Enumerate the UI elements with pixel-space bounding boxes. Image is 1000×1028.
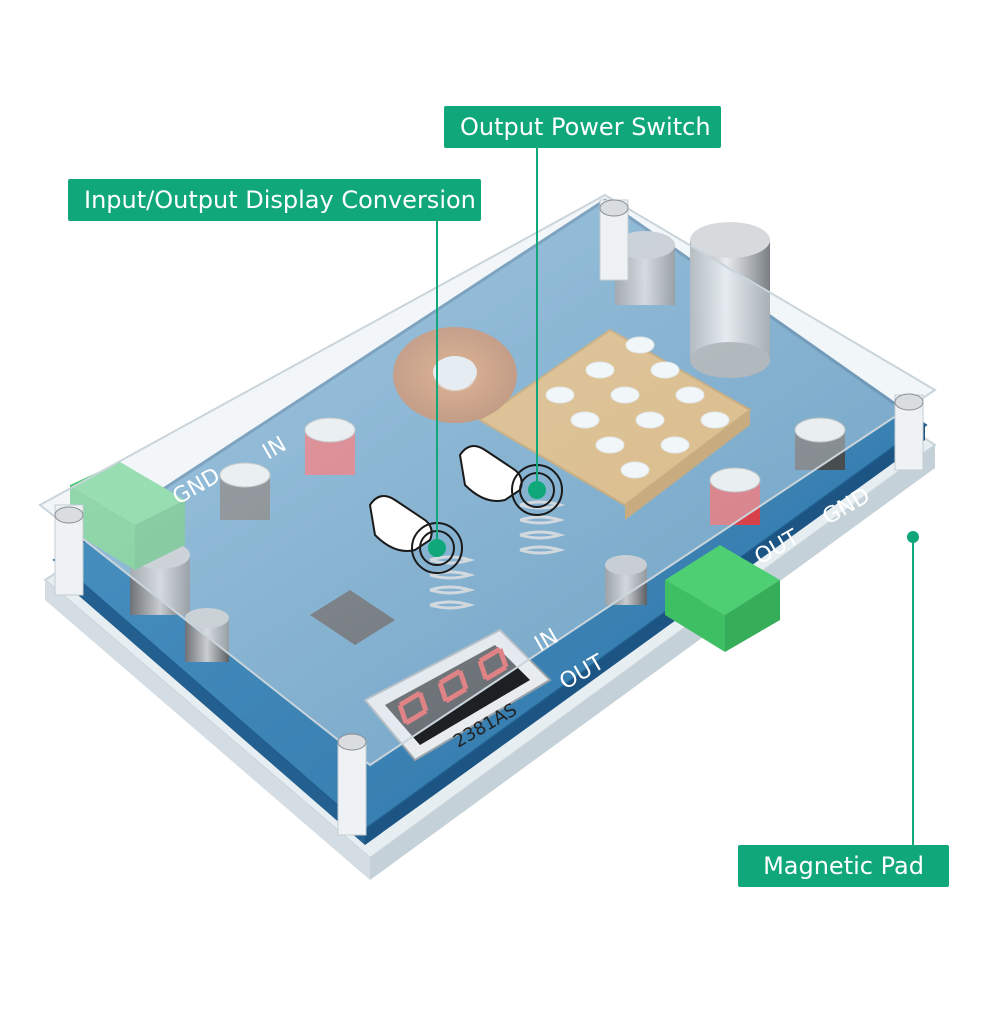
pcb-edge-left xyxy=(55,560,365,845)
terminal-block-right xyxy=(665,545,780,652)
touch-hand-icon xyxy=(458,445,563,516)
callout-display-conversion: Input/Output Display Conversion xyxy=(68,179,481,221)
callout-output-power-switch: Output Power Switch xyxy=(444,106,721,148)
bottom-acrylic-edge-right xyxy=(370,445,935,880)
screws xyxy=(54,199,924,751)
callout-magnetic-pad: Magnetic Pad xyxy=(738,845,949,887)
pcb-edge-right xyxy=(365,425,925,845)
bottom-acrylic-edge xyxy=(45,580,370,880)
callout-leaders xyxy=(436,148,914,845)
magnet-marker xyxy=(907,531,919,543)
